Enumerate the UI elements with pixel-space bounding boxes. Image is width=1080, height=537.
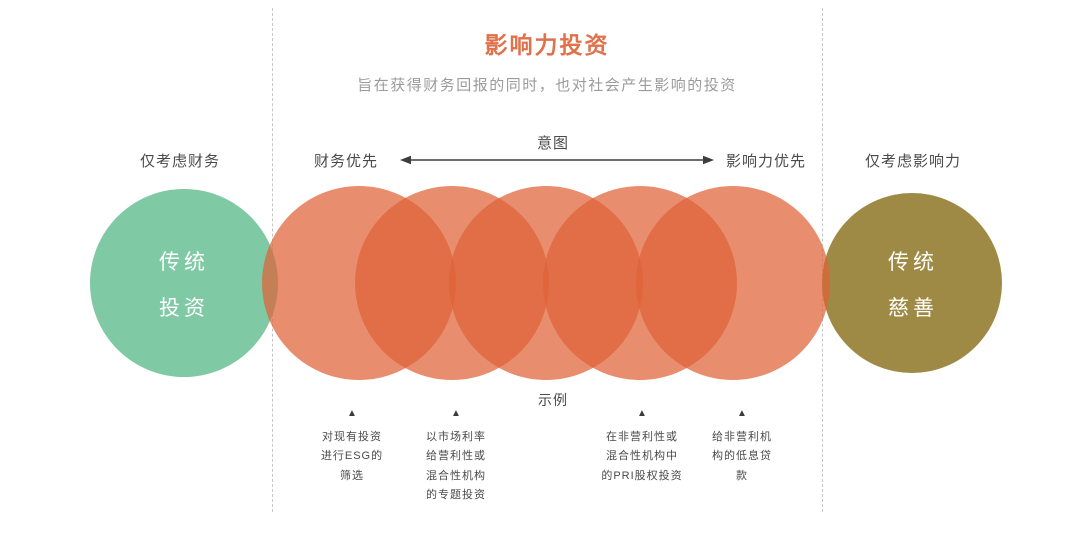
example-text: 在非营利性或 混合性机构中 的PRI股权投资	[601, 431, 683, 482]
example-item-esg-screening: ▲ 对现有投资 进行ESG的 筛选	[302, 408, 402, 486]
page-subtitle: 旨在获得财务回报的同时，也对社会产生影响的投资	[357, 77, 737, 94]
triangle-marker-icon: ▲	[347, 408, 357, 419]
spectrum-circle-5	[636, 186, 830, 380]
triangle-marker-icon: ▲	[637, 408, 647, 419]
triangle-marker-icon: ▲	[737, 408, 747, 419]
finance-only-label: 仅考虑财务	[139, 153, 220, 170]
traditional-charity-label: 传统 慈善	[888, 251, 938, 320]
traditional-charity-circle	[822, 193, 1002, 373]
example-text: 对现有投资 进行ESG的 筛选	[320, 431, 384, 482]
traditional-investment-label: 传统 投资	[159, 251, 209, 320]
examples-heading: 示例	[538, 392, 568, 408]
example-item-market-rate-thematic: ▲ 以市场利率 给营利性或 混合性机构 的专题投资	[406, 408, 506, 505]
intent-double-arrow-icon	[400, 155, 714, 165]
traditional-investment-circle	[90, 189, 278, 377]
example-text: 给非营利机 构的低息贷 款	[712, 431, 772, 482]
example-item-pri-equity: ▲ 在非营利性或 混合性机构中 的PRI股权投资	[581, 408, 703, 486]
page-title: 影响力投资	[484, 32, 610, 58]
intent-label: 意图	[536, 135, 569, 152]
example-text: 以市场利率 给营利性或 混合性机构 的专题投资	[426, 431, 486, 501]
triangle-marker-icon: ▲	[451, 408, 461, 419]
finance-first-label: 财务优先	[313, 153, 378, 170]
impact-only-label: 仅考虑影响力	[864, 153, 961, 170]
example-item-low-interest-loan: ▲ 给非营利机 构的低息贷 款	[692, 408, 792, 486]
impact-first-label: 影响力优先	[725, 153, 806, 170]
